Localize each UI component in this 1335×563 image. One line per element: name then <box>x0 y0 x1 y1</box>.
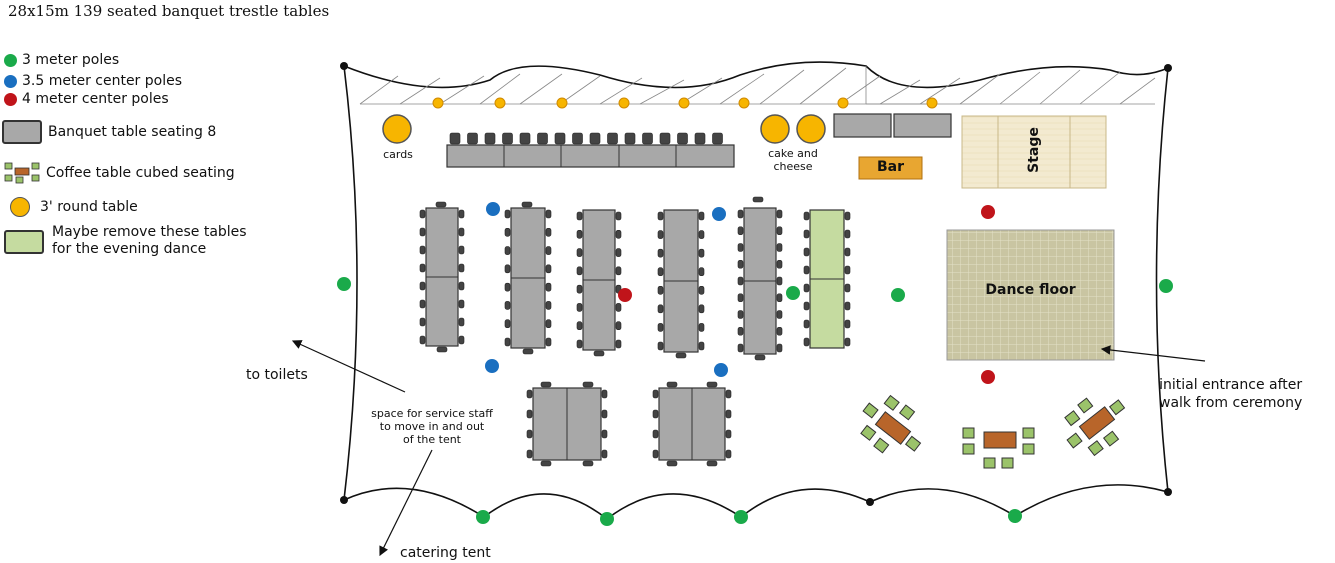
service-space-label: space for service staff to move in and o… <box>358 407 506 446</box>
coffee-table-groups <box>860 394 1126 469</box>
legend-blue-pole: 3.5 meter center poles <box>4 73 182 89</box>
bar-label: Bar <box>876 159 905 175</box>
red-pole-icon <box>4 92 17 106</box>
service-line: to move in and out <box>379 420 485 433</box>
round-tables <box>382 114 826 144</box>
legend-green-pole: 3 meter poles <box>4 52 119 68</box>
corner-poles <box>340 62 1172 506</box>
legend-coffee-table: Coffee table cubed seating <box>4 162 235 184</box>
green-pole-icon <box>4 53 17 67</box>
dance-floor <box>946 229 1115 361</box>
legend-label: 3' round table <box>40 199 138 215</box>
entrance-label: initial entrance after walk from ceremon… <box>1159 376 1302 412</box>
bar-counter <box>858 156 923 180</box>
round-table-icon <box>10 197 30 217</box>
legend-label: Coffee table cubed seating <box>46 165 235 181</box>
dance-floor-label: Dance floor <box>985 282 1076 298</box>
blue-poles <box>485 202 728 377</box>
entrance-line: walk from ceremony <box>1159 395 1303 411</box>
string-lights <box>432 97 938 109</box>
legend-label: 3.5 meter center poles <box>22 73 183 89</box>
cake-label-line: cake and <box>768 147 818 160</box>
legend-red-pole: 4 meter center poles <box>4 91 169 107</box>
arrows <box>291 340 1206 557</box>
service-line: space for service staff <box>371 407 493 420</box>
banquet-tables <box>419 196 851 467</box>
legend-label: Banquet table seating 8 <box>48 124 217 140</box>
legend-banquet-table: Banquet table seating 8 <box>2 120 216 144</box>
legend-maybe-remove: Maybe remove these tables for the evenin… <box>4 224 247 258</box>
catering-label: catering tent <box>400 545 491 561</box>
entrance-line: initial entrance after <box>1159 377 1303 393</box>
cards-label: cards <box>383 148 413 161</box>
awning-hatch <box>359 66 1156 105</box>
legend-round-table: 3' round table <box>10 197 138 217</box>
maybe-table-icon <box>4 230 44 254</box>
banquet-table-icon <box>2 120 42 144</box>
service-counters <box>833 113 952 138</box>
stage-platform <box>961 115 1107 189</box>
blue-pole-icon <box>4 74 17 88</box>
legend-label: 3 meter poles <box>22 52 120 68</box>
legend-label: 4 meter center poles <box>22 91 169 107</box>
head-table <box>446 132 735 168</box>
cake-label-line: cheese <box>773 160 813 173</box>
red-poles <box>618 205 995 384</box>
toilets-label: to toilets <box>246 367 308 383</box>
service-line: of the tent <box>402 433 461 446</box>
cake-label: cake and cheese <box>758 147 828 173</box>
green-poles <box>337 277 1173 526</box>
legend-label: for the evening dance <box>52 241 207 257</box>
coffee-table-icon <box>4 162 40 184</box>
legend-label: Maybe remove these tables <box>52 224 247 240</box>
page-title: 28x15m 139 seated banquet trestle tables <box>8 2 330 20</box>
stage-label: Stage <box>1026 127 1042 173</box>
